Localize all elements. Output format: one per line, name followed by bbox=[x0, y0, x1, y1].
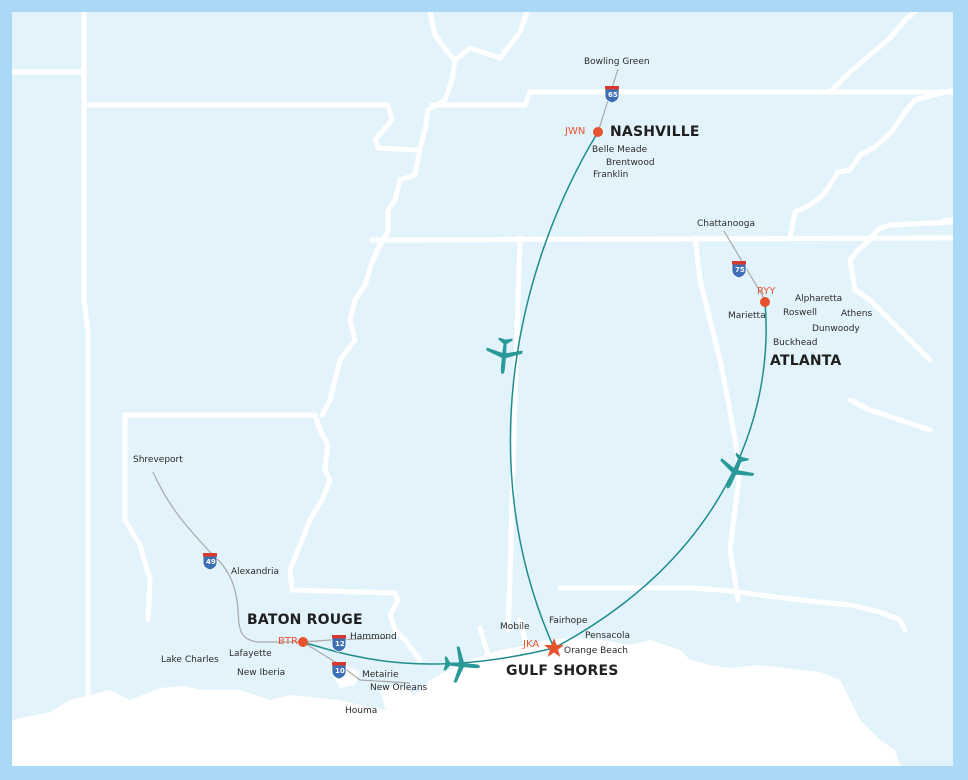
label-hammond: Hammond bbox=[350, 632, 397, 642]
interstate-shield-icon bbox=[202, 553, 218, 571]
label-orange-beach: Orange Beach bbox=[564, 646, 628, 656]
label-fairhope: Fairhope bbox=[549, 616, 588, 626]
label-franklin: Franklin bbox=[593, 170, 629, 180]
label-alexandria: Alexandria bbox=[231, 567, 280, 577]
label-lafayette: Lafayette bbox=[229, 649, 272, 659]
highway-i49-i12-line bbox=[152, 471, 391, 643]
highway-i10-line bbox=[302, 641, 411, 684]
label-new-iberia: New Iberia bbox=[237, 668, 286, 678]
label-metairie: Metairie bbox=[362, 670, 399, 680]
airport-dot-icon bbox=[298, 637, 308, 647]
airport-markers bbox=[298, 127, 770, 657]
label-lake-charles: Lake Charles bbox=[161, 655, 219, 665]
label-athens: Athens bbox=[841, 309, 873, 319]
state-boundaries bbox=[12, 12, 953, 766]
airport-dot-icon bbox=[593, 127, 603, 137]
route-btr-jka bbox=[302, 641, 555, 665]
interstate-10-number: 10 bbox=[335, 667, 345, 675]
airplane-icon bbox=[486, 337, 523, 374]
interstate-65-number: 65 bbox=[608, 91, 618, 99]
label-houma: Houma bbox=[345, 706, 378, 716]
route-overlay bbox=[152, 68, 767, 684]
interstate-shield-icon bbox=[331, 662, 347, 680]
airport-code-jka[interactable]: JKA bbox=[523, 639, 540, 650]
label-mobile: Mobile bbox=[500, 622, 530, 632]
airport-code-btr[interactable]: BTR bbox=[278, 636, 298, 647]
airport-code-jwn[interactable]: JWN bbox=[565, 126, 586, 137]
label-belle-meade: Belle Meade bbox=[592, 145, 648, 155]
airport-dot-icon bbox=[760, 297, 770, 307]
label-chattanooga: Chattanooga bbox=[697, 219, 756, 229]
airplanes bbox=[443, 337, 755, 683]
interstate-shields bbox=[202, 86, 747, 680]
airport-code-ryy[interactable]: RYY bbox=[757, 286, 776, 297]
city-baton-rouge[interactable]: BATON ROUGE bbox=[247, 612, 363, 628]
label-alpharetta: Alpharetta bbox=[795, 294, 843, 304]
interstate-75-number: 75 bbox=[735, 266, 745, 274]
city-atlanta[interactable]: ATLANTA bbox=[770, 353, 842, 369]
label-brentwood: Brentwood bbox=[606, 158, 655, 168]
star-icon bbox=[544, 638, 564, 657]
label-new-orleans: New Orleans bbox=[370, 683, 428, 693]
interstate-12-number: 12 bbox=[335, 640, 345, 648]
label-shreveport: Shreveport bbox=[133, 455, 183, 465]
airplane-icon bbox=[720, 452, 755, 489]
airplane-icon bbox=[443, 646, 480, 683]
label-roswell: Roswell bbox=[783, 308, 817, 318]
label-marietta: Marietta bbox=[728, 311, 766, 321]
route-map: 65 75 49 12 10 Bowling Green JWN NASHVIL… bbox=[12, 12, 953, 766]
label-buckhead: Buckhead bbox=[773, 338, 818, 348]
city-nashville[interactable]: NASHVILLE bbox=[610, 124, 700, 140]
label-bowling-green: Bowling Green bbox=[584, 57, 650, 67]
interstate-49-number: 49 bbox=[206, 558, 216, 566]
interstate-shield-icon bbox=[331, 635, 347, 653]
label-dunwoody: Dunwoody bbox=[812, 324, 860, 334]
route-ryy-jka bbox=[553, 301, 767, 649]
interstate-shield-icon bbox=[604, 86, 620, 104]
city-gulf-shores[interactable]: GULF SHORES bbox=[506, 663, 619, 679]
route-jwn-jka bbox=[509, 131, 599, 649]
label-pensacola: Pensacola bbox=[585, 631, 631, 641]
interstate-shield-icon bbox=[731, 261, 747, 279]
